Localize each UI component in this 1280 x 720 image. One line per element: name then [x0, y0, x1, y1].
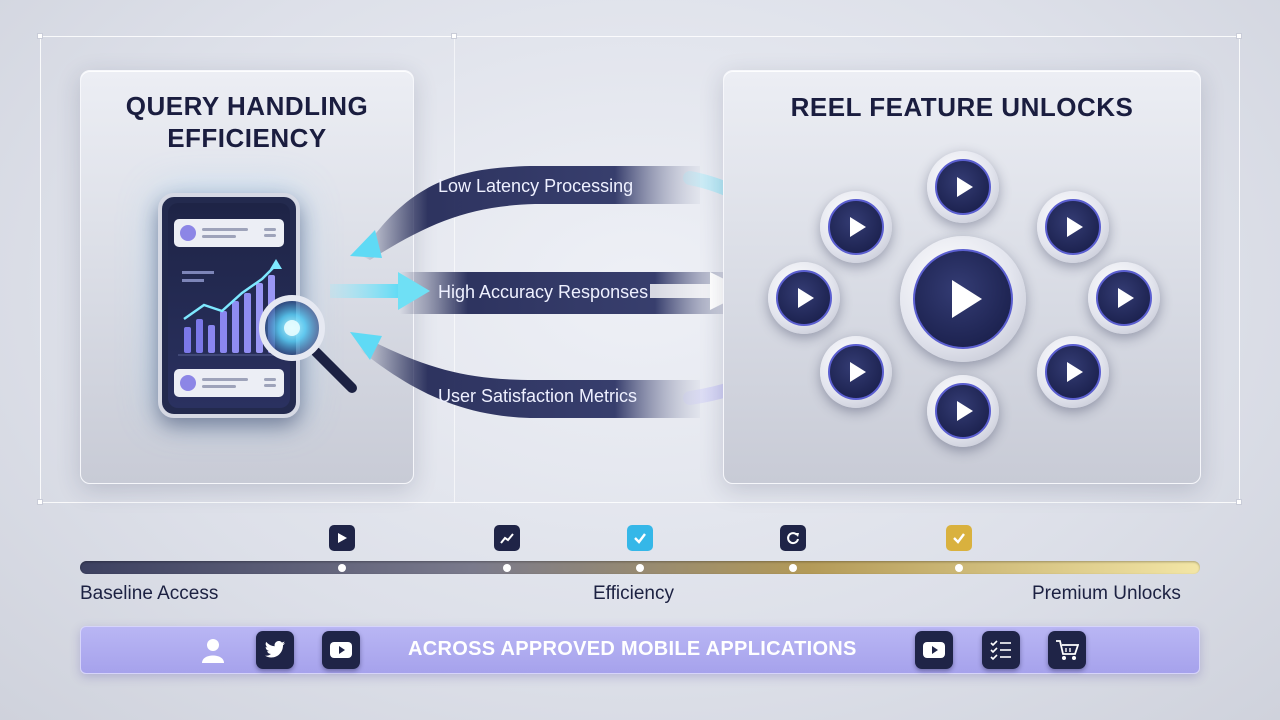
reel-play-button[interactable] — [927, 375, 999, 447]
phone-message-card — [174, 219, 284, 247]
play-icon — [1067, 217, 1083, 237]
frame-line-bottom — [40, 502, 1240, 503]
play-icon — [798, 288, 814, 308]
flow-arrows — [330, 166, 800, 418]
flow-label-latency: Low Latency Processing — [438, 176, 634, 196]
play-icon — [957, 177, 973, 197]
play-icon — [957, 401, 973, 421]
timeline-label-end: Premium Unlocks — [1032, 583, 1181, 604]
track-marker — [338, 564, 346, 572]
reel-play-button[interactable] — [1037, 191, 1109, 263]
play-icon — [850, 362, 866, 382]
play-icon — [1118, 288, 1134, 308]
reel-play-button[interactable] — [820, 336, 892, 408]
frame-line-left — [40, 36, 41, 503]
track-marker — [955, 564, 963, 572]
frame-corner-dot — [1236, 33, 1242, 39]
frame-line-top — [40, 36, 1240, 37]
timeline-label-middle: Efficiency — [593, 583, 674, 604]
milestone-play-icon — [329, 525, 355, 551]
reel-play-button[interactable] — [927, 151, 999, 223]
milestone-refresh-icon — [780, 525, 806, 551]
track-marker — [503, 564, 511, 572]
reel-play-button[interactable] — [820, 191, 892, 263]
play-icon — [952, 280, 982, 318]
frame-corner-dot — [37, 33, 43, 39]
frame-corner-dot — [451, 33, 457, 39]
user-icon[interactable] — [198, 635, 228, 665]
frame-corner-dot — [37, 499, 43, 505]
avatar — [180, 225, 196, 241]
magnifier-icon — [259, 295, 357, 393]
cart-icon[interactable] — [1048, 631, 1086, 669]
youtube-icon[interactable] — [915, 631, 953, 669]
reel-play-button-main[interactable] — [900, 236, 1026, 362]
milestone-check-icon — [627, 525, 653, 551]
track-marker — [789, 564, 797, 572]
apps-bar-text: ACROSS APPROVED MOBILE APPLICATIONS — [408, 638, 857, 660]
reel-play-button[interactable] — [1037, 336, 1109, 408]
checklist-icon[interactable] — [982, 631, 1020, 669]
reel-play-button[interactable] — [1088, 262, 1160, 334]
milestone-trend-icon — [494, 525, 520, 551]
play-icon — [1067, 362, 1083, 382]
timeline-label-start: Baseline Access — [80, 583, 219, 604]
frame-line-divider — [454, 36, 455, 503]
phone-message-card — [174, 369, 284, 397]
play-icon — [850, 217, 866, 237]
panel-title-line1: QUERY HANDLING — [125, 91, 369, 121]
reel-play-button[interactable] — [768, 262, 840, 334]
panel-title-line2: EFFICIENCY — [167, 123, 327, 153]
flow-label-accuracy: High Accuracy Responses — [438, 282, 649, 302]
track-marker — [636, 564, 644, 572]
milestone-check-gold-icon — [946, 525, 972, 551]
frame-line-right — [1239, 36, 1240, 503]
frame-corner-dot — [1236, 499, 1242, 505]
twitter-icon[interactable] — [256, 631, 294, 669]
flow-label-satisfaction: User Satisfaction Metrics — [438, 386, 638, 406]
avatar — [180, 375, 196, 391]
panel-title: REEL FEATURE UNLOCKS — [790, 92, 1134, 122]
youtube-icon[interactable] — [322, 631, 360, 669]
